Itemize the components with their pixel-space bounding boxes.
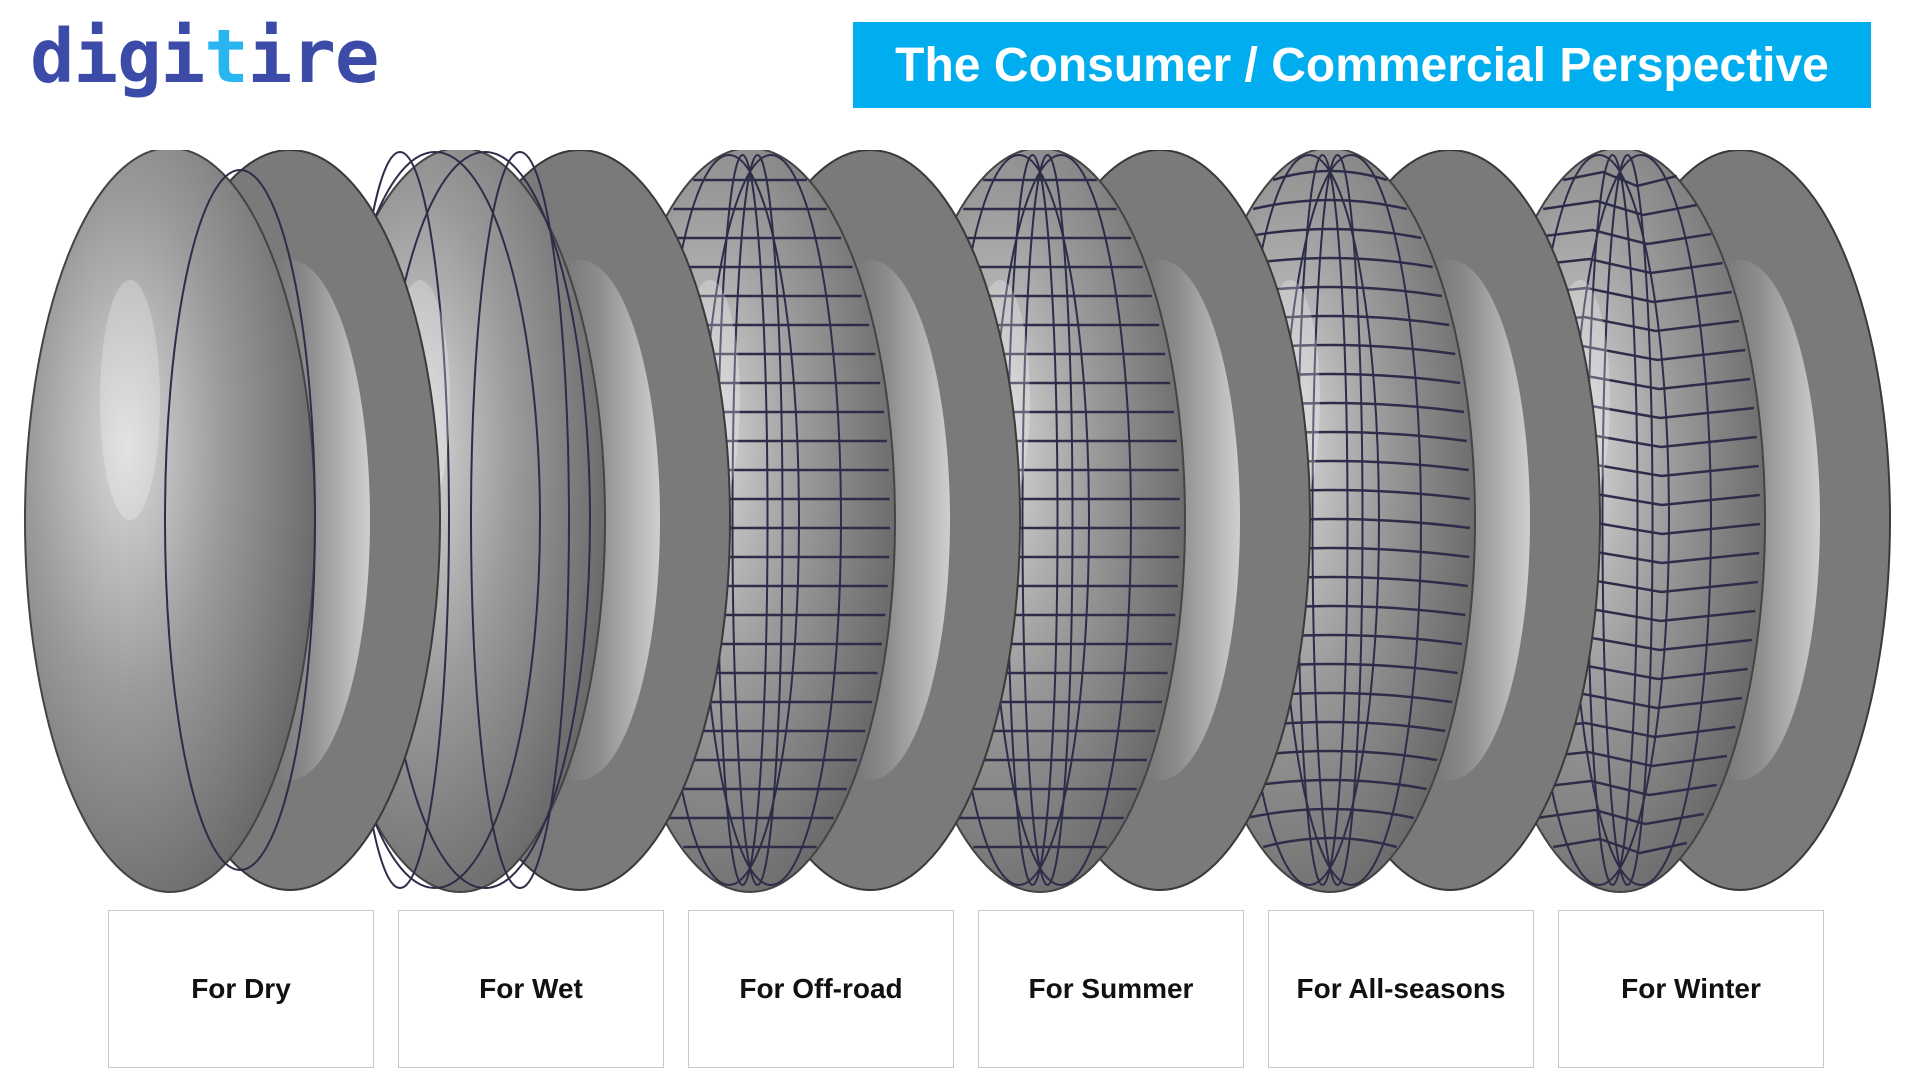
label-box-5: For Winter [1558, 910, 1824, 1068]
tire-0 [24, 150, 441, 893]
logo-text-t: t [204, 14, 249, 100]
logo-text-digi: digi [30, 14, 205, 100]
tire-label: For Off-road [739, 973, 903, 1004]
label-box-1: For Wet [398, 910, 664, 1068]
title-banner: The Consumer / Commercial Perspective [853, 22, 1871, 108]
tire-label: For Summer [1028, 973, 1194, 1004]
tire-label: For Wet [479, 973, 583, 1004]
tire-label: For Winter [1621, 973, 1761, 1004]
tire-lineup [24, 150, 1891, 893]
logo-text-ire: ire [247, 14, 380, 100]
tire-label: For Dry [191, 973, 291, 1004]
tire-label: For All-seasons [1296, 973, 1506, 1004]
label-box-0: For Dry [108, 910, 374, 1068]
label-box-3: For Summer [978, 910, 1244, 1068]
page-title: The Consumer / Commercial Perspective [895, 38, 1829, 92]
label-box-4: For All-seasons [1268, 910, 1534, 1068]
digitire-logo: digitire [30, 20, 379, 94]
label-box-2: For Off-road [688, 910, 954, 1068]
